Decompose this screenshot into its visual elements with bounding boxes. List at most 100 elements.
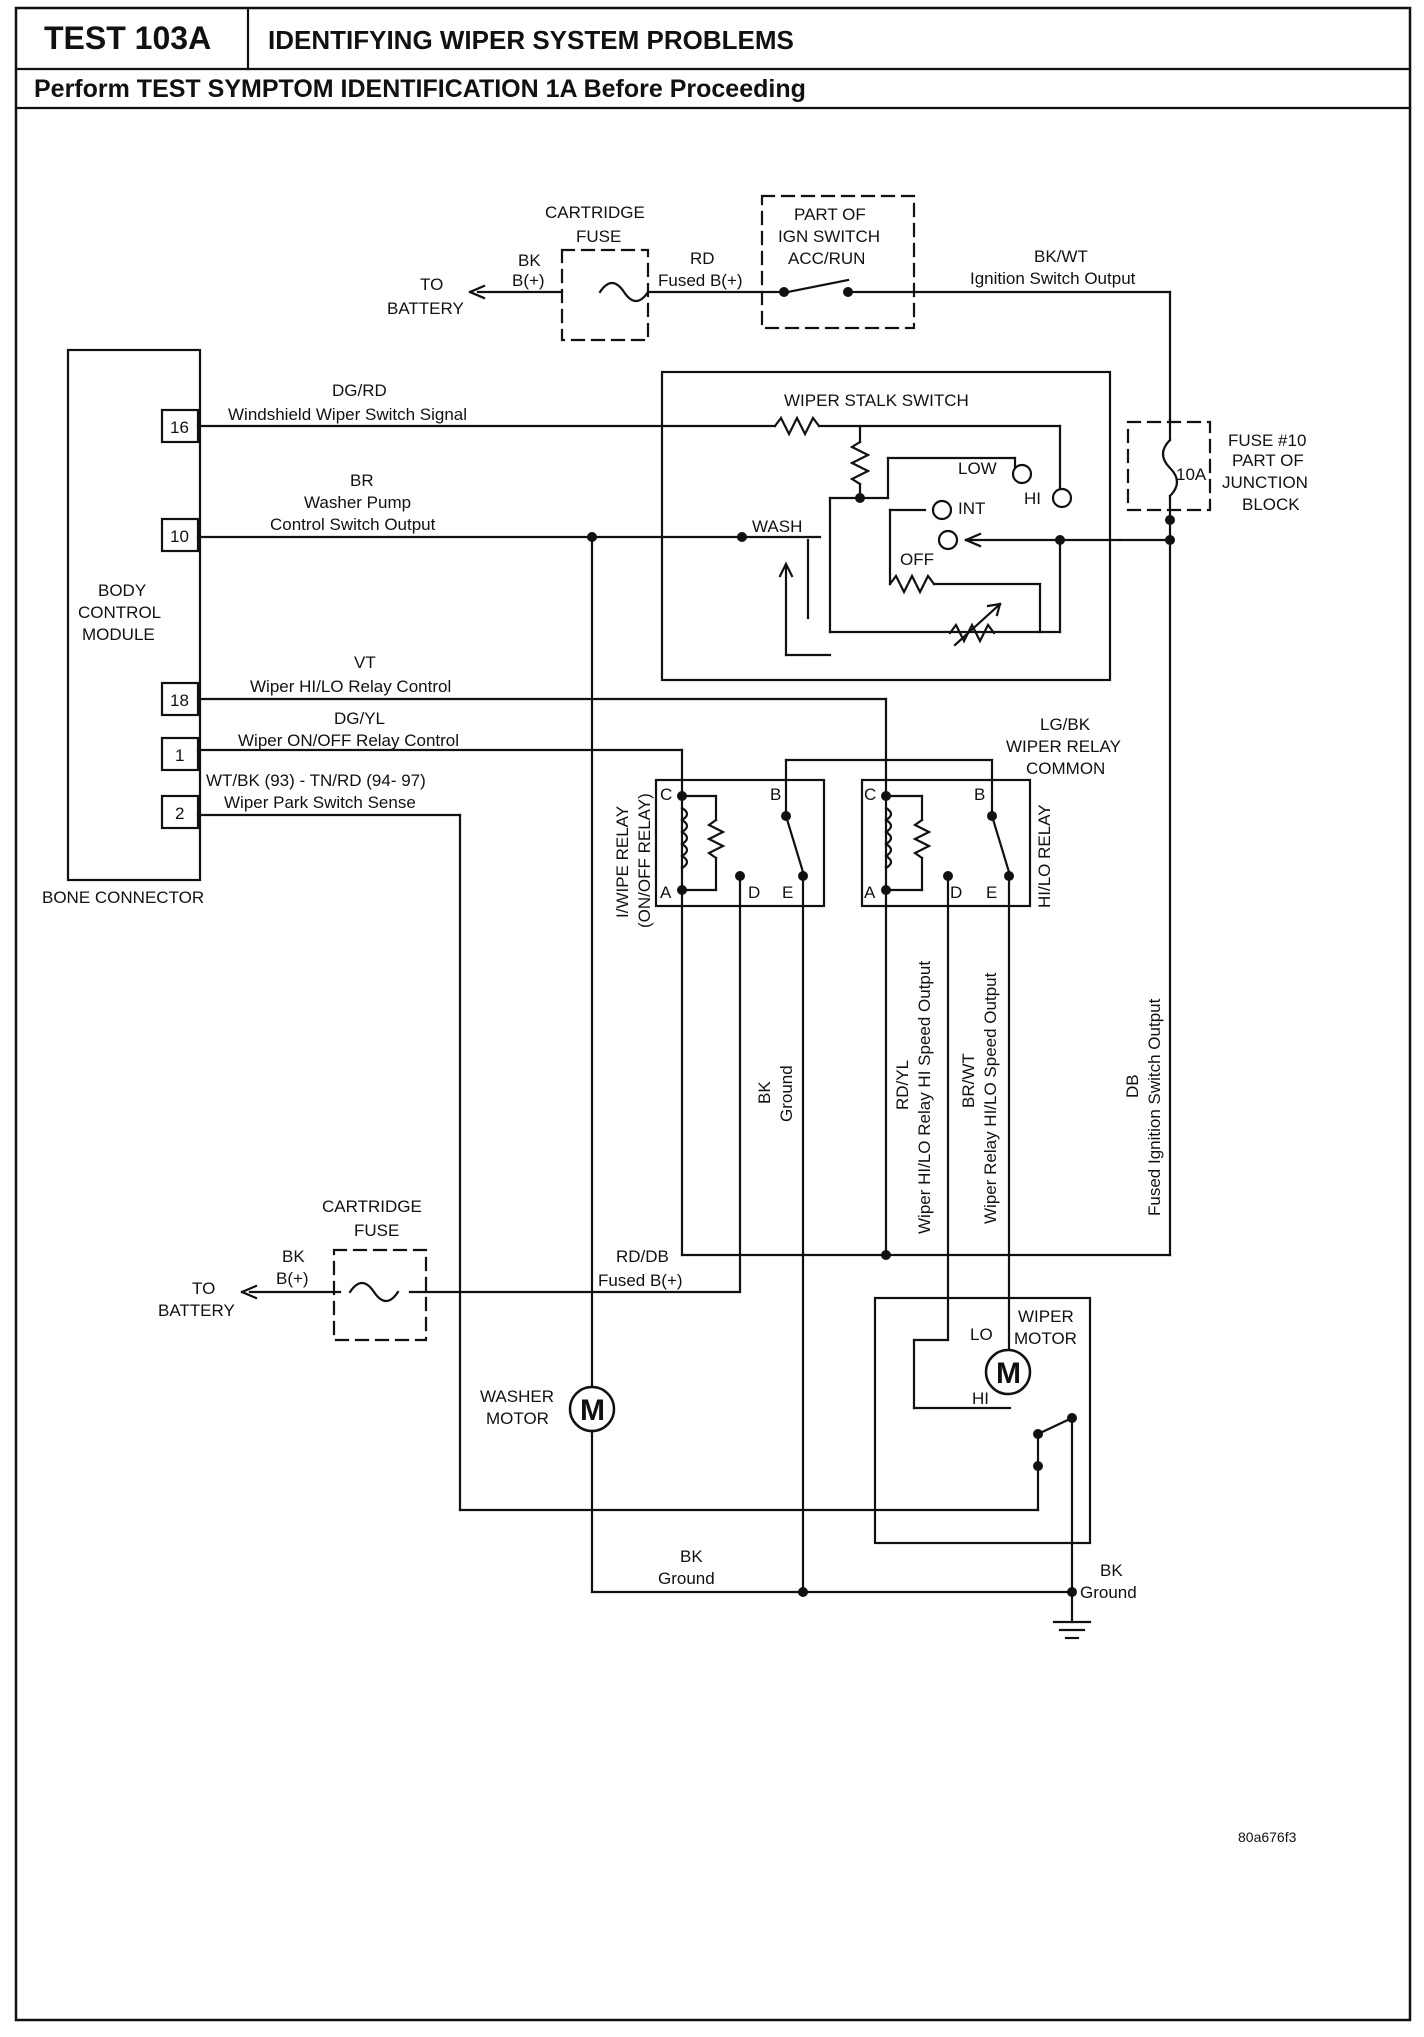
- bottom-to-label: TO: [192, 1279, 215, 1298]
- low-label: LOW: [958, 459, 997, 478]
- onoff-relay-label-1: I/WIPE RELAY: [613, 806, 632, 918]
- bottom-fuse-label-2: FUSE: [354, 1221, 399, 1240]
- dgyl-desc: Wiper ON/OFF Relay Control: [238, 731, 459, 750]
- bottom-bk-label: BK: [282, 1247, 305, 1266]
- pin-10-box: [160, 517, 200, 553]
- pin-1: 1: [175, 746, 184, 765]
- lgbk-1: LG/BK: [1040, 715, 1091, 734]
- hilo-terminal-a: A: [864, 883, 876, 902]
- washer-motor-symbol: [568, 1385, 616, 1433]
- wash-label: WASH: [752, 517, 802, 536]
- wiper-motor-label-2: MOTOR: [1014, 1329, 1077, 1348]
- pin-2: 2: [175, 804, 184, 823]
- pin-1-box: [160, 736, 200, 772]
- bk-ground-vert-2: Ground: [777, 1065, 796, 1122]
- page-frame: [14, 6, 1412, 2022]
- hilo-terminal-e: E: [986, 883, 997, 902]
- washer-motor-label-2: MOTOR: [486, 1409, 549, 1428]
- wiper-stalk-switch-box: [660, 370, 1112, 682]
- onoff-terminal-c: C: [660, 785, 672, 804]
- top-battery-label: BATTERY: [387, 299, 464, 318]
- int-label: INT: [958, 499, 985, 518]
- bone-connector-label: BONE CONNECTOR: [42, 888, 204, 907]
- db-label: DB: [1123, 1074, 1142, 1098]
- page-subtitle: Perform TEST SYMPTOM IDENTIFICATION 1A B…: [34, 75, 806, 103]
- onoff-terminal-a: A: [660, 883, 672, 902]
- bk-ground-vert-1: BK: [755, 1081, 774, 1104]
- bottom-bplus-label: B(+): [276, 1269, 309, 1288]
- bcm-label-3: MODULE: [82, 625, 155, 644]
- top-fuse-label-2: FUSE: [576, 227, 621, 246]
- hi-label: HI: [1024, 489, 1041, 508]
- top-to-label: TO: [420, 275, 443, 294]
- pin-16: 16: [170, 418, 189, 437]
- int-contact: [931, 499, 953, 521]
- off-contact: [937, 529, 959, 551]
- wtbk-label: WT/BK (93) - TN/RD (94- 97): [206, 771, 426, 790]
- wtbk-desc: Wiper Park Switch Sense: [224, 793, 416, 812]
- br-desc-2: Control Switch Output: [270, 515, 436, 534]
- rddb-label: RD/DB: [616, 1247, 669, 1266]
- vt-desc: Wiper HI/LO Relay Control: [250, 677, 451, 696]
- wiper-motor-symbol: [984, 1348, 1032, 1396]
- rddb-desc: Fused B(+): [598, 1271, 683, 1290]
- onoff-terminal-d: D: [748, 883, 760, 902]
- bottom-battery-label: BATTERY: [158, 1301, 235, 1320]
- dgrd-label: DG/RD: [332, 381, 387, 400]
- dgrd-desc: Windshield Wiper Switch Signal: [228, 405, 467, 424]
- hilo-relay-label: HI/LO RELAY: [1035, 804, 1054, 908]
- off-label: OFF: [900, 550, 934, 569]
- page-title: IDENTIFYING WIPER SYSTEM PROBLEMS: [268, 25, 794, 55]
- br-desc-1: Washer Pump: [304, 493, 411, 512]
- ign-switch-1: PART OF: [794, 205, 866, 224]
- rd-label: RD: [690, 249, 715, 268]
- bk-ground-right-1: BK: [1100, 1561, 1123, 1580]
- wiper-motor-box: [873, 1296, 1092, 1545]
- bottom-fuse-label-1: CARTRIDGE: [322, 1197, 422, 1216]
- rdyl-desc: Wiper HI/LO Relay HI Speed Output: [915, 961, 934, 1234]
- onoff-terminal-b: B: [770, 785, 781, 804]
- fuse10-label-3: JUNCTION: [1222, 473, 1308, 492]
- top-bk-label: BK: [518, 251, 541, 270]
- wiper-motor-lo: LO: [970, 1325, 993, 1344]
- wiper-motor-hi: HI: [972, 1389, 989, 1408]
- hilo-terminal-c: C: [864, 785, 876, 804]
- fuse10-label-4: BLOCK: [1242, 495, 1300, 514]
- fuse10-label-2: PART OF: [1232, 451, 1304, 470]
- stalk-switch-title: WIPER STALK SWITCH: [784, 391, 969, 410]
- ign-switch-2: IGN SWITCH: [778, 227, 880, 246]
- bcm-label-2: CONTROL: [78, 603, 161, 622]
- brwt-desc: Wiper Relay HI/LO Speed Output: [981, 972, 1000, 1224]
- bk-ground-right-2: Ground: [1080, 1583, 1137, 1602]
- dgyl-label: DG/YL: [334, 709, 385, 728]
- bkwt-label: BK/WT: [1034, 247, 1088, 266]
- lgbk-2: WIPER RELAY: [1006, 737, 1121, 756]
- pin-2-box: [160, 794, 200, 830]
- pin-10: 10: [170, 527, 189, 546]
- hilo-terminal-d: D: [950, 883, 962, 902]
- figure-id: 80a676f3: [1238, 1829, 1297, 1845]
- hilo-relay-box: [860, 778, 1032, 908]
- low-contact: [1011, 463, 1033, 485]
- lgbk-3: COMMON: [1026, 759, 1105, 778]
- hi-contact: [1051, 487, 1073, 509]
- hilo-terminal-b: B: [974, 785, 985, 804]
- washer-motor-label-1: WASHER: [480, 1387, 554, 1406]
- top-fuse-label-1: CARTRIDGE: [545, 203, 645, 222]
- onoff-relay-label-2: (ON/OFF RELAY): [635, 793, 654, 928]
- vt-label: VT: [354, 653, 376, 672]
- bk-ground-bottom-2: Ground: [658, 1569, 715, 1588]
- rdyl-label: RD/YL: [893, 1060, 912, 1110]
- pin-18: 18: [170, 691, 189, 710]
- rd-fused-label: Fused B(+): [658, 271, 743, 290]
- washer-motor-m: M: [580, 1394, 605, 1427]
- top-bplus-label: B(+): [512, 271, 545, 290]
- fuse10-label-1: FUSE #10: [1228, 431, 1306, 450]
- fuse10-rating: 10A: [1176, 465, 1207, 484]
- onoff-terminal-e: E: [782, 883, 793, 902]
- brwt-label: BR/WT: [959, 1053, 978, 1108]
- bk-ground-bottom-1: BK: [680, 1547, 703, 1566]
- body-control-module: [66, 348, 202, 882]
